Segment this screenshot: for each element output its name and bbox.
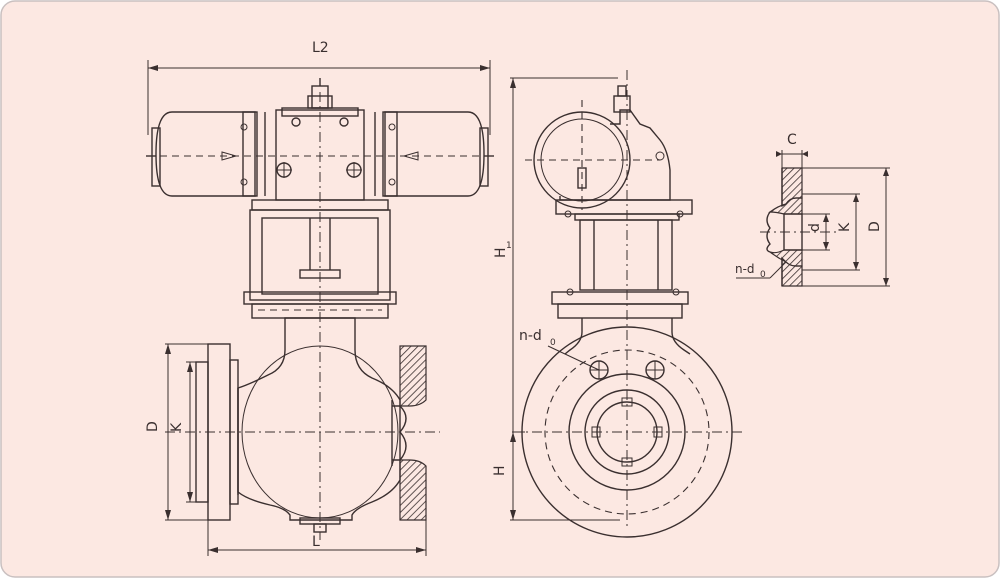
label-d-upper-detail: D <box>867 221 883 232</box>
label-k-detail: K <box>837 222 853 232</box>
label-n-d0-side: n-d <box>519 328 542 344</box>
label-n-d0-side-sub: 0 <box>550 338 556 348</box>
front-view: L2 <box>145 40 494 556</box>
side-view: n-d 0 H 1 H <box>492 70 742 538</box>
label-n-d0-detail: n-d <box>735 262 755 276</box>
label-h1-sub: 1 <box>506 241 512 251</box>
label-k-front: K <box>169 422 185 432</box>
label-d-front: D <box>145 421 161 432</box>
label-n-d0-detail-sub: 0 <box>760 270 766 280</box>
label-c: C <box>787 132 797 148</box>
flange-detail: C d K D n-d 0 <box>735 132 890 287</box>
label-h1: H <box>493 247 509 258</box>
label-l-front: L <box>312 534 320 550</box>
label-h: H <box>492 465 508 476</box>
label-d-detail: d <box>807 223 823 232</box>
label-l2: L2 <box>312 40 329 56</box>
